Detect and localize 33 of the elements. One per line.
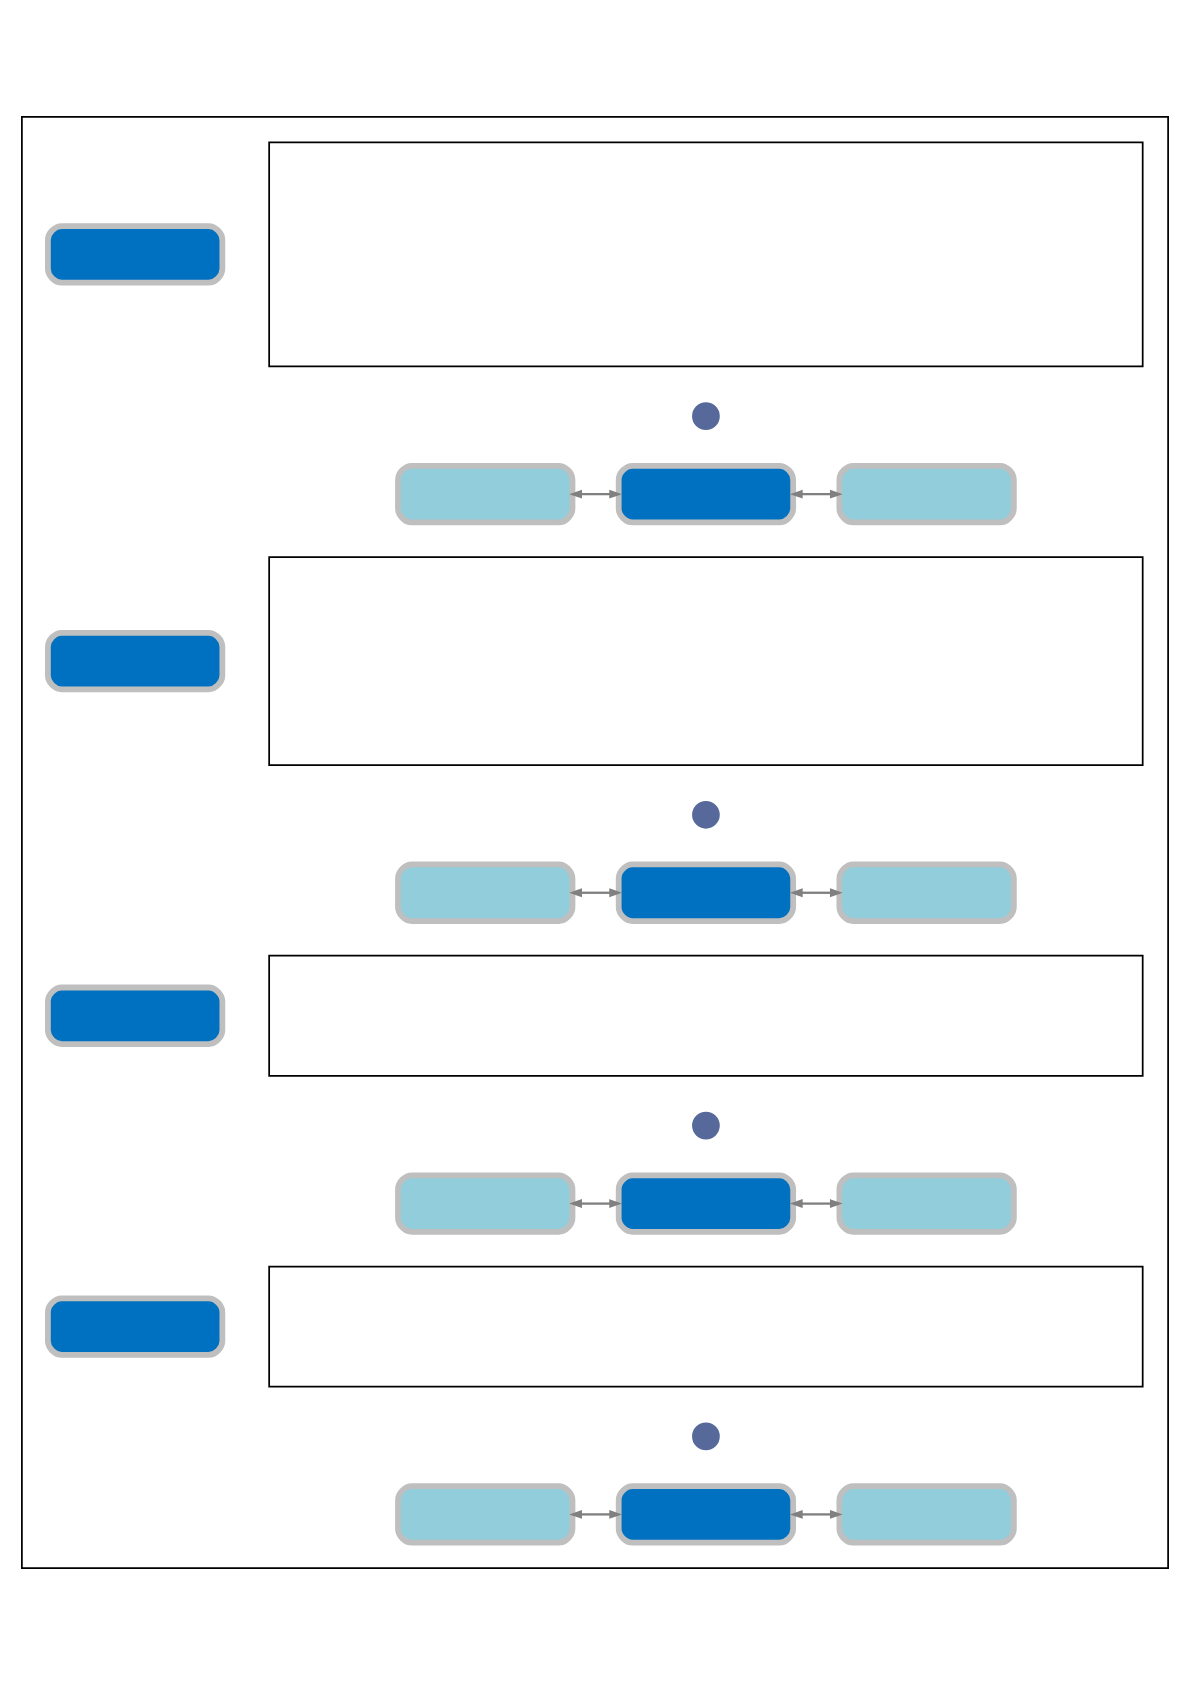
node-box bbox=[615, 1171, 797, 1235]
arrow bbox=[789, 887, 843, 897]
node-box bbox=[395, 462, 576, 525]
node-box bbox=[615, 1482, 797, 1546]
node-box bbox=[615, 462, 797, 525]
node-box bbox=[395, 1171, 576, 1235]
node-box bbox=[836, 861, 1017, 924]
node-box bbox=[268, 555, 1144, 766]
node-circle bbox=[689, 1108, 723, 1142]
arrow bbox=[569, 1509, 622, 1519]
node-box bbox=[836, 1171, 1017, 1235]
node-box bbox=[268, 140, 1144, 367]
node-box bbox=[836, 1482, 1017, 1546]
arrow bbox=[569, 887, 622, 897]
node-box bbox=[615, 861, 797, 924]
node-box bbox=[45, 222, 226, 286]
node-box bbox=[836, 462, 1017, 525]
arrow bbox=[569, 1198, 622, 1208]
node-circle bbox=[689, 798, 723, 831]
node-box bbox=[45, 984, 226, 1047]
node-box bbox=[395, 861, 576, 924]
arrow bbox=[789, 489, 843, 499]
node-box bbox=[268, 954, 1144, 1077]
arrow bbox=[789, 1198, 843, 1208]
node-box bbox=[45, 629, 226, 692]
node-circle bbox=[689, 1419, 723, 1453]
node-circle bbox=[689, 399, 723, 432]
arrow bbox=[789, 1509, 843, 1519]
node-box bbox=[395, 1482, 576, 1546]
cluster bbox=[21, 115, 1169, 1569]
arrow bbox=[569, 489, 622, 499]
node-box bbox=[268, 1265, 1144, 1388]
node-box bbox=[45, 1294, 226, 1358]
